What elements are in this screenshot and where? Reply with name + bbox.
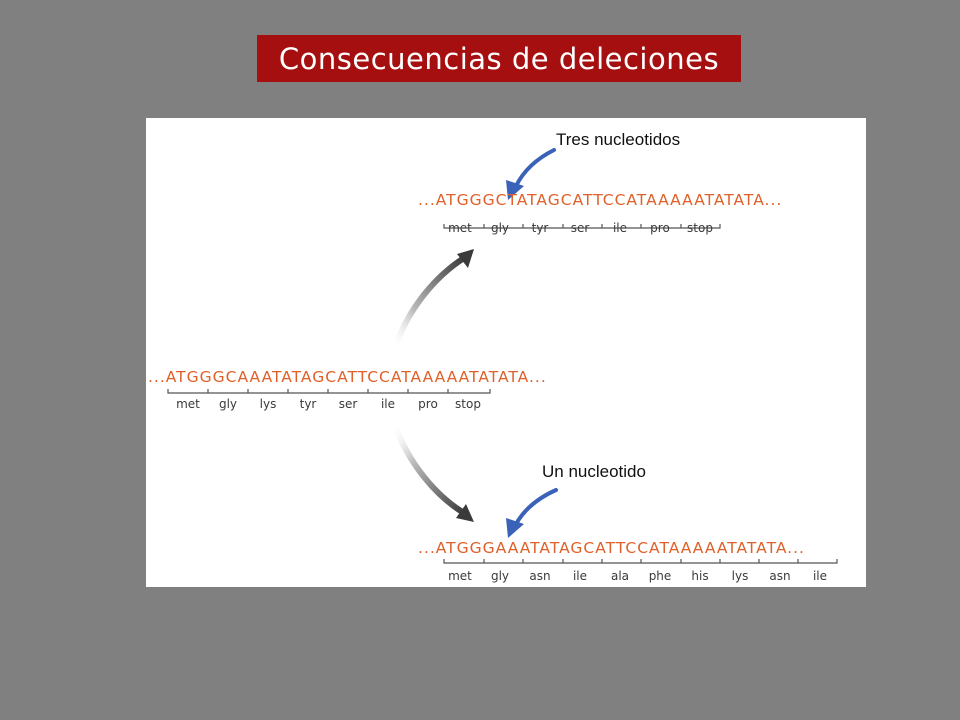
- codon: stop: [455, 397, 481, 411]
- page-title: Consecuencias de deleciones: [278, 41, 720, 76]
- codon: ala: [610, 569, 630, 583]
- curved-arrow-down: [391, 420, 474, 522]
- sequence-original: ...ATGGGCAAATATAGCATTCCATAAAAATATATA...: [148, 368, 547, 386]
- codon: ser: [570, 221, 590, 235]
- codon: lys: [259, 397, 277, 411]
- codon: tyr: [299, 397, 317, 411]
- deletion-arrow-icon: [506, 488, 558, 538]
- brackets-top: [443, 224, 721, 229]
- label-three-nucleotides: Tres nucleotidos: [556, 130, 681, 149]
- deletion-arrow-icon: [506, 148, 556, 200]
- codon: asn: [769, 569, 791, 583]
- brackets-bottom: [443, 559, 838, 564]
- codon: ile: [812, 569, 828, 583]
- codon: ile: [612, 221, 628, 235]
- codon: met: [448, 569, 472, 583]
- brackets-middle: [167, 389, 491, 394]
- codon: his: [691, 569, 709, 583]
- codon: gly: [490, 221, 510, 235]
- codon: lys: [731, 569, 749, 583]
- codon: tyr: [531, 221, 549, 235]
- curved-arrow-up: [391, 249, 474, 353]
- codon: met: [176, 397, 200, 411]
- codon: gly: [490, 569, 510, 583]
- sequence-one-deletion: ...ATGGGAAATATAGCATTCCATAAAAATATATA...: [418, 539, 805, 557]
- codon: ile: [572, 569, 588, 583]
- codon: gly: [218, 397, 238, 411]
- codon: phe: [648, 569, 672, 583]
- codon: pro: [650, 221, 670, 235]
- sequence-three-deletion: ...ATGGGCTATAGCATTCCATAAAAATATATA...: [418, 191, 783, 209]
- label-one-nucleotide: Un nucleotido: [542, 462, 646, 481]
- figure-graphics: [167, 148, 838, 564]
- deletion-figure: Tres nucleotidos Un nucleotido ...ATGGGC…: [146, 118, 866, 587]
- codon: met: [448, 221, 472, 235]
- codon: ile: [380, 397, 396, 411]
- codon: pro: [418, 397, 438, 411]
- codon: stop: [687, 221, 713, 235]
- title-box: Consecuencias de deleciones: [257, 35, 741, 82]
- codon: asn: [529, 569, 551, 583]
- codon: ser: [338, 397, 358, 411]
